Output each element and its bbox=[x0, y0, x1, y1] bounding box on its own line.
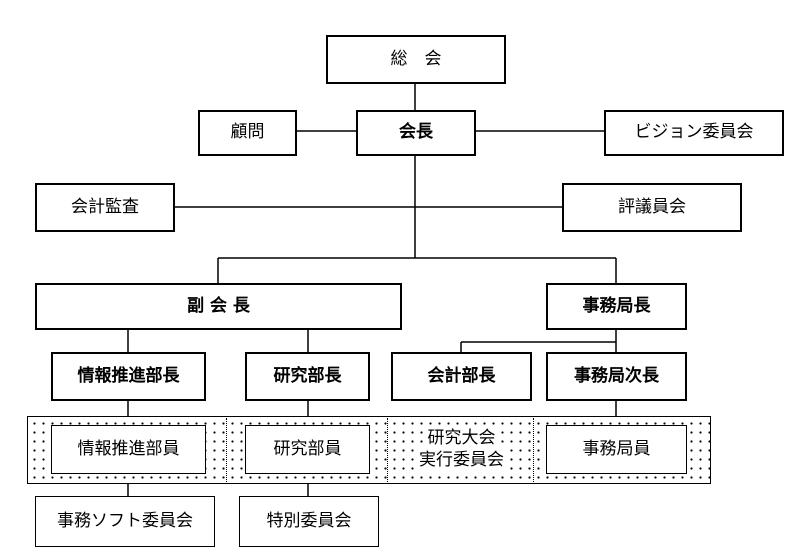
komon-box: 顧問 bbox=[198, 110, 297, 156]
kaikei-bucho-label: 会計部長 bbox=[427, 365, 496, 386]
joho-suishin-buin-label: 情報推進部員 bbox=[77, 438, 180, 459]
band-divider-2 bbox=[387, 418, 388, 482]
kaikei-kansa-label: 会計監査 bbox=[71, 196, 139, 217]
hyogiinkai-box: 評議員会 bbox=[562, 183, 742, 232]
jimukyoku-jicho-box: 事務局次長 bbox=[546, 352, 687, 401]
jimukyokuin-box: 事務局員 bbox=[546, 425, 687, 474]
tokubetsu-iinkai-box: 特別委員会 bbox=[239, 496, 379, 547]
jimukyokuin-label: 事務局員 bbox=[582, 438, 651, 459]
joho-suishin-bucho-box: 情報推進部長 bbox=[51, 352, 206, 401]
kenkyu-buin-box: 研究部員 bbox=[245, 425, 370, 474]
soukai-box: 総 会 bbox=[326, 35, 506, 84]
kaicho-box: 会長 bbox=[356, 110, 476, 156]
jimukyokucho-label: 事務局長 bbox=[582, 295, 651, 316]
tokubetsu-iinkai-label: 特別委員会 bbox=[266, 510, 352, 531]
kenkyu-bucho-label: 研究部長 bbox=[273, 365, 342, 386]
band-divider-1 bbox=[226, 418, 227, 482]
kaikei-kansa-box: 会計監査 bbox=[35, 183, 175, 232]
kaikei-bucho-box: 会計部長 bbox=[391, 352, 532, 401]
taikai-line1: 研究大会 bbox=[425, 426, 498, 449]
jimukyoku-jicho-label: 事務局次長 bbox=[574, 365, 659, 386]
joho-suishin-buin-box: 情報推進部員 bbox=[51, 425, 206, 474]
joho-suishin-bucho-label: 情報推進部長 bbox=[77, 365, 180, 386]
kaicho-label: 会長 bbox=[399, 122, 433, 143]
vision-iinkai-label: ビジョン委員会 bbox=[634, 122, 754, 143]
band-divider-3 bbox=[533, 418, 534, 482]
komon-label: 顧問 bbox=[230, 122, 265, 143]
fukukaicho-label: 副 会 長 bbox=[187, 295, 250, 316]
fukukaicho-box: 副 会 長 bbox=[35, 283, 402, 330]
jimu-soft-iinkai-label: 事務ソフト委員会 bbox=[57, 510, 193, 531]
kenkyu-bucho-box: 研究部長 bbox=[245, 352, 370, 401]
kenkyu-buin-label: 研究部員 bbox=[273, 438, 342, 459]
vision-iinkai-box: ビジョン委員会 bbox=[604, 110, 784, 156]
soukai-label: 総 会 bbox=[390, 48, 442, 69]
taikai-line2: 実行委員会 bbox=[417, 449, 506, 472]
hyogiinkai-label: 評議員会 bbox=[618, 196, 686, 217]
jimu-soft-iinkai-box: 事務ソフト委員会 bbox=[35, 496, 215, 547]
jimukyokucho-box: 事務局長 bbox=[546, 283, 687, 330]
kenkyu-taikai-iinkai: 研究大会 実行委員会 bbox=[391, 420, 532, 478]
